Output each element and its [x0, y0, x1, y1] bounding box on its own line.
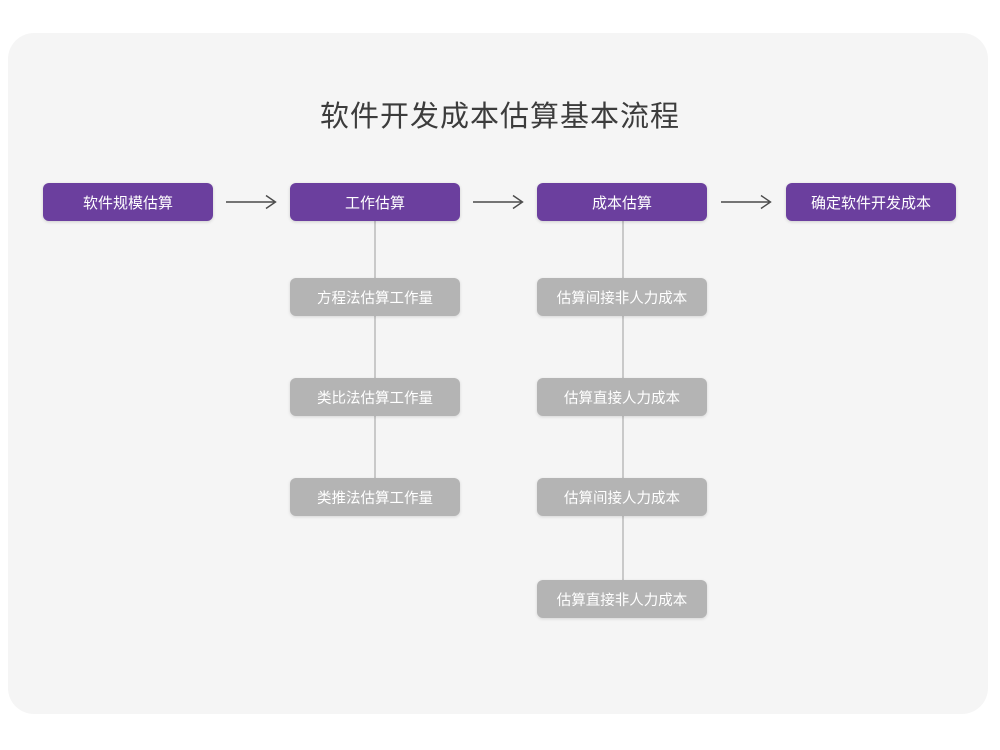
- arrow-right-icon: [471, 194, 529, 210]
- sub-box-equation-method-effort[interactable]: 方程法估算工作量: [290, 278, 460, 316]
- stage-box-work-estimation[interactable]: 工作估算: [290, 183, 460, 221]
- sub-box-direct-labor-cost[interactable]: 估算直接人力成本: [537, 378, 707, 416]
- sub-box-indirect-nonlabor-cost[interactable]: 估算间接非人力成本: [537, 278, 707, 316]
- stage-box-determine-development-cost[interactable]: 确定软件开发成本: [786, 183, 956, 221]
- connector-line-work-estimation: [374, 216, 376, 482]
- sub-box-direct-nonlabor-cost[interactable]: 估算直接非人力成本: [537, 580, 707, 618]
- sub-box-analogical-method-effort[interactable]: 类推法估算工作量: [290, 478, 460, 516]
- stage-box-cost-estimation[interactable]: 成本估算: [537, 183, 707, 221]
- arrow-right-icon: [719, 194, 777, 210]
- sub-box-analogy-method-effort[interactable]: 类比法估算工作量: [290, 378, 460, 416]
- sub-box-indirect-labor-cost[interactable]: 估算间接人力成本: [537, 478, 707, 516]
- page-title: 软件开发成本估算基本流程: [319, 101, 680, 133]
- diagram-card: [8, 33, 988, 714]
- stage-box-software-scale-estimation[interactable]: 软件规模估算: [43, 183, 213, 221]
- arrow-right-icon: [224, 194, 282, 210]
